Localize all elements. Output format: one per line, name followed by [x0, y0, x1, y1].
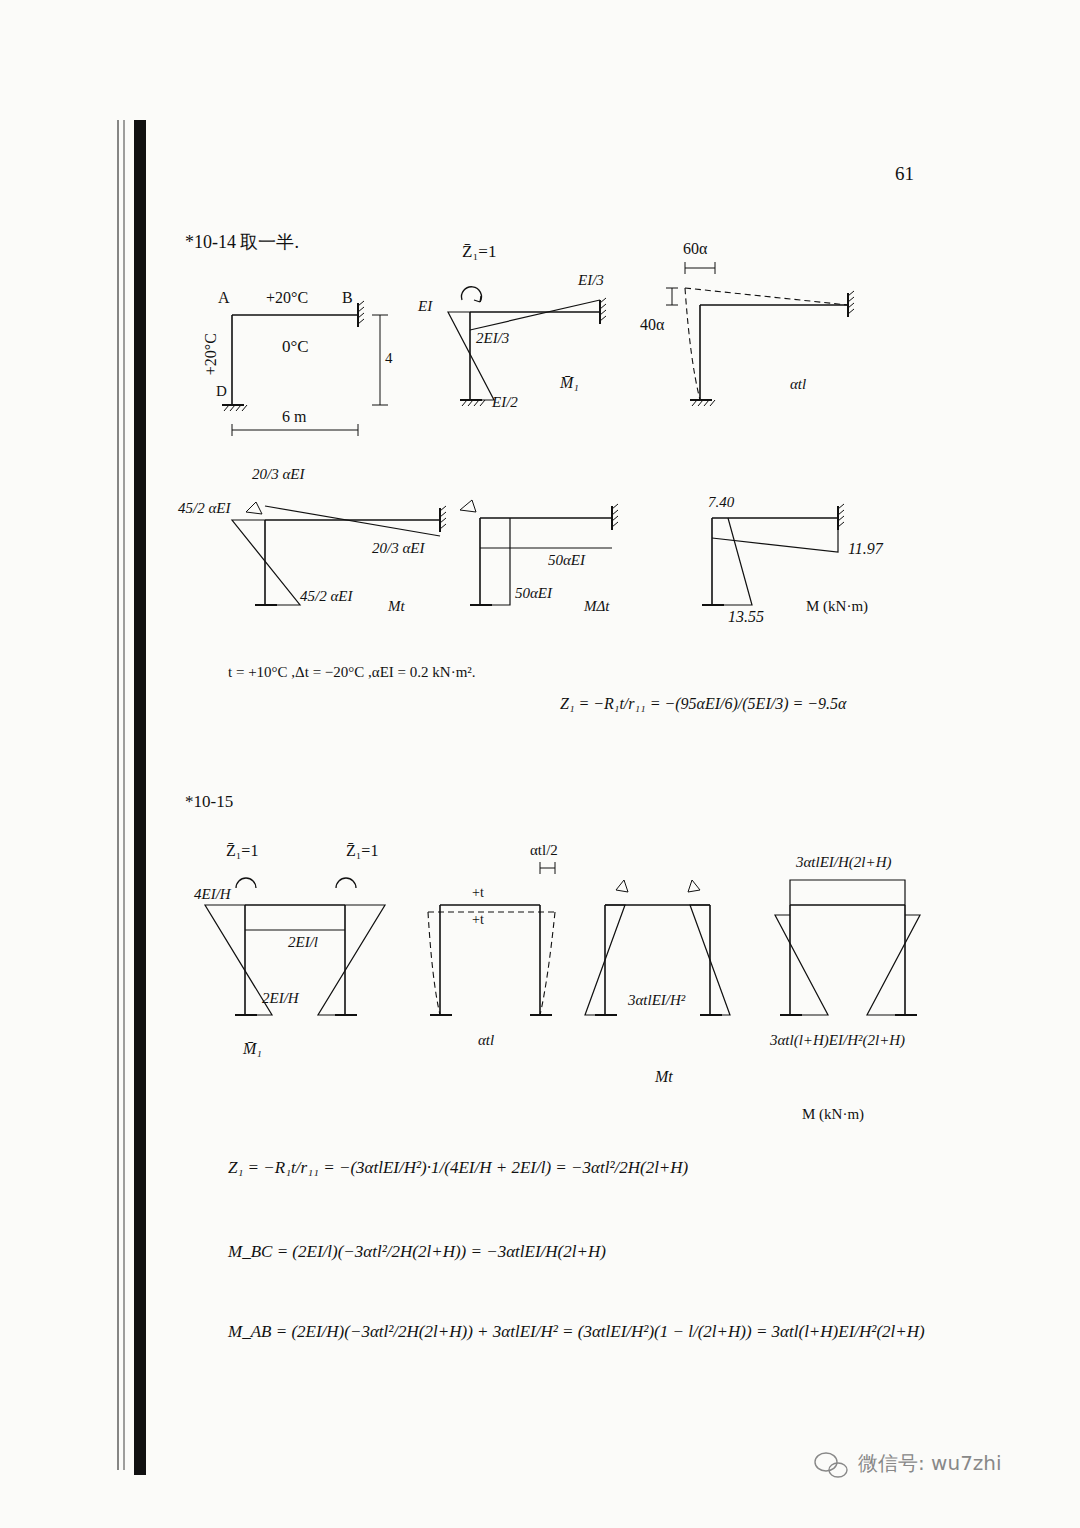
diagram-name: αtl — [478, 1032, 494, 1049]
unit-rotation: Z̄₁=1 — [226, 842, 258, 860]
diagram-name: Mt — [388, 598, 405, 615]
parameters: t = +10°C ,Δt = −20°C ,αEI = 0.2 kN·m². — [228, 664, 476, 681]
equation: Z₁ = −R₁t/r₁₁ = −(95αEI/6)/(5EI/3) = −9.… — [560, 695, 846, 713]
temperature: 0°C — [282, 337, 309, 357]
moment-value: 11.97 — [848, 540, 883, 558]
moment-value: 3αtlEI/H² — [628, 992, 685, 1009]
unit-note: M (kN·m) — [802, 1106, 864, 1123]
dimension: 4 — [385, 350, 393, 367]
moment-value: 20/3 αEI — [252, 466, 304, 483]
unit-rotation: Z̄₁=1 — [462, 242, 496, 262]
joint-letter: D — [216, 383, 227, 400]
diagram-name: αtl — [790, 376, 806, 393]
page-number: 61 — [895, 163, 914, 185]
moment-value: 50αEI — [515, 585, 552, 602]
moment-value: 20/3 αEI — [372, 540, 424, 557]
moment-value: 7.40 — [708, 494, 734, 511]
temperature: +t — [472, 885, 484, 901]
problem-number: *10-14 取一半. — [185, 232, 299, 253]
moment-value: 13.55 — [728, 608, 764, 626]
watermark: 微信号: wu7zhi — [858, 1452, 1002, 1475]
unit-note: M (kN·m) — [806, 598, 868, 615]
moment-value: 3αtl(l+H)EI/H²(2l+H) — [770, 1032, 905, 1049]
equation: Z₁ = −R₁t/r₁₁ = −(3αtlEI/H²)·1/(4EI/H + … — [228, 1158, 688, 1178]
displacement-value: 40α — [640, 316, 664, 334]
diagram-name: M̄₁ — [243, 1040, 262, 1058]
stiffness-value: EI/3 — [578, 272, 604, 289]
moment-value: 45/2 αEI — [178, 500, 230, 517]
moment-value: 50αEI — [548, 552, 585, 569]
moment-value: 3αtlEI/H(2l+H) — [796, 854, 891, 871]
stiffness-value: 2EI/l — [288, 934, 318, 951]
equation: M_BC = (2EI/l)(−3αtl²/2H(2l+H)) = −3αtlE… — [228, 1242, 606, 1262]
stiffness-value: EI — [418, 298, 432, 315]
stiffness-value: 2EI/3 — [476, 330, 509, 347]
joint-letter: B — [342, 289, 353, 307]
joint-letter: A — [218, 289, 230, 307]
temperature: +t — [472, 912, 484, 928]
diagram-name: Mt — [655, 1068, 673, 1086]
equation: M_AB = (2EI/H)(−3αtl²/2H(2l+H)) + 3αtlEI… — [228, 1322, 925, 1342]
problem-number: *10-15 — [185, 792, 233, 812]
diagram-name: M̄₁ — [560, 374, 579, 392]
temperature: +20°C — [202, 333, 220, 375]
stiffness-value: EI/2 — [492, 394, 518, 411]
stiffness-value: 4EI/H — [194, 886, 231, 903]
temperature: +20°C — [266, 289, 308, 307]
stiffness-value: 2EI/H — [262, 990, 299, 1007]
unit-rotation: Z̄₁=1 — [346, 842, 378, 860]
dimension: 6 m — [282, 408, 306, 426]
moment-value: 45/2 αEI — [300, 588, 352, 605]
displacement-value: αtl/2 — [530, 842, 558, 859]
displacement-value: 60α — [683, 240, 707, 258]
diagram-name: MΔt — [584, 598, 609, 615]
